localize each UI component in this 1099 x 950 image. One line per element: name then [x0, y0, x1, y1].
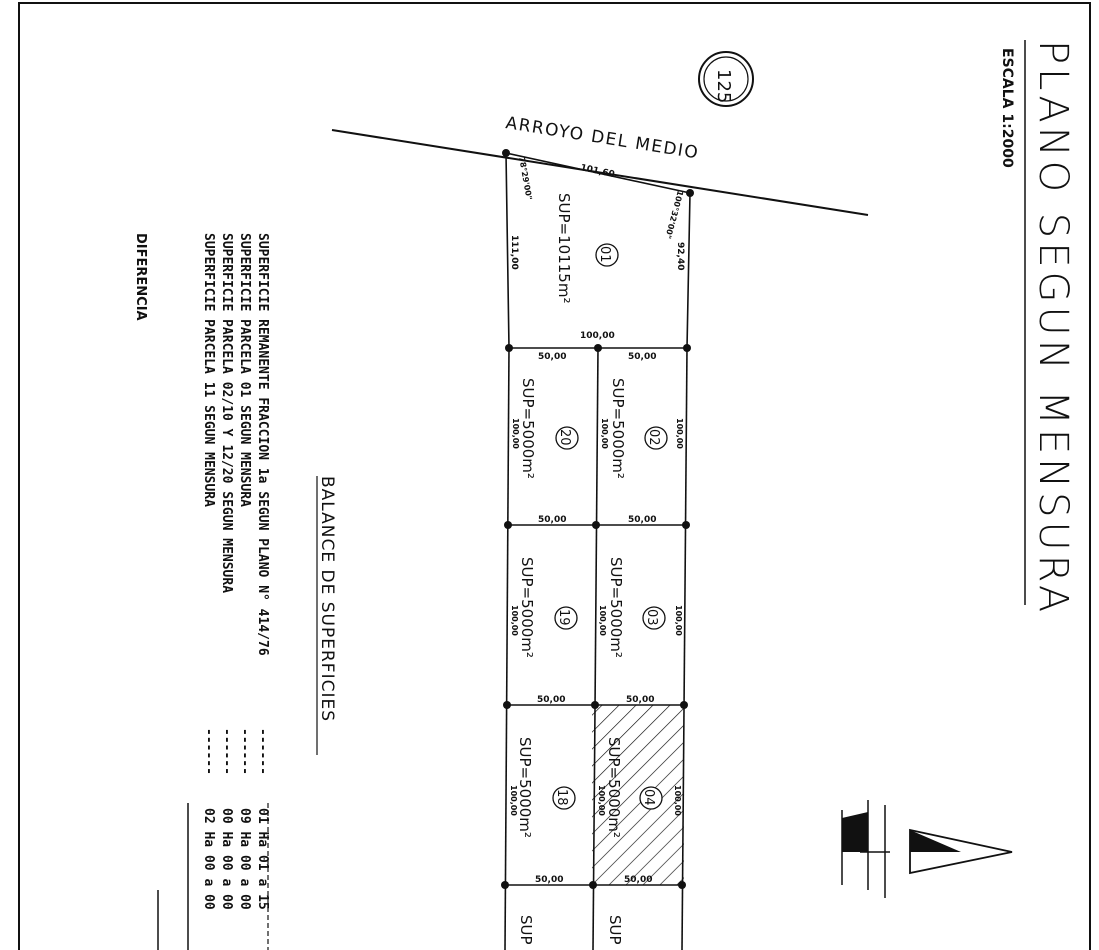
parcel-20-number-circle: [555, 426, 579, 450]
parcel-19-number-circle: [554, 606, 578, 630]
plan-title: PLANO SEGUN MENSURA: [1030, 40, 1076, 616]
dim-row2-left: 50,00: [537, 695, 565, 705]
parcel-04-area: SUP=5000m²: [605, 737, 623, 838]
balance-row-4-value: 02 Ha 00 a 00: [201, 808, 216, 910]
dim-top-left-1: 50,00: [538, 352, 566, 362]
balance-row-4-label: SUPERFICIE PARCELA 11 SEGUN MENSURA: [201, 233, 216, 507]
parcel-01-number: 01: [597, 246, 612, 263]
balance-row-2-dashes: ------: [237, 728, 252, 775]
balance-title: BALANCE DE SUPERFICIES: [317, 476, 337, 722]
partial-parcel-right-sup: SUP: [606, 915, 624, 945]
balance-row-1-value: 01 Ha 01 a 15: [255, 808, 270, 910]
parcel-01-top-dim: 101,60: [579, 163, 615, 180]
grid-right: [681, 347, 688, 950]
parcel-02-area: SUP=5000m²: [609, 378, 627, 479]
creek-line: [331, 129, 869, 216]
dim-100-r1-right: 100,00: [675, 418, 684, 449]
block-number: 125: [713, 69, 734, 103]
parcel-19-area: SUP=5000m²: [518, 557, 536, 658]
north-arrow-icon: [841, 800, 1013, 898]
dim-100-r3-left: 100,00: [509, 785, 518, 816]
grid-left: [504, 347, 510, 950]
dim-100-r3-right: 100,00: [673, 785, 682, 816]
balance-row-3-value: 00 Ha 00 a 00: [219, 808, 234, 910]
dim-100-r1-left: 100,00: [511, 418, 520, 449]
parcel-18-area: SUP=5000m²: [516, 737, 534, 838]
block-number-circle-outer: [698, 51, 754, 107]
dim-row2-right: 50,00: [626, 695, 654, 705]
parcel-18-number-circle: [552, 786, 576, 810]
balance-row-2-label: SUPERFICIE PARCELA 01 SEGUN MENSURA: [237, 233, 252, 507]
dim-top-right-1: 50,00: [628, 352, 656, 362]
sheet-border: [18, 2, 1091, 950]
balance-row-3-label: SUPERFICIE PARCELA 02/10 Y 12/20 SEGUN M…: [219, 233, 234, 593]
scale-label: ESCALA 1:2000: [999, 48, 1015, 168]
dim-100-r2-mid: 100,00: [598, 605, 607, 636]
parcel-18-number: 18: [554, 789, 569, 806]
creek-label: ARROYO DEL MEDIO: [504, 113, 700, 163]
dim-row3-right: 50,00: [624, 875, 652, 885]
parcel-02-number-circle: [644, 426, 668, 450]
dim-row1-left: 50,00: [538, 515, 566, 525]
balance-rows: SUPERFICIE REMANENTE FRACCION 1a SEGUN P…: [201, 233, 270, 910]
dim-100-r2-right: 100,00: [674, 605, 683, 636]
parcel-03-number: 03: [644, 609, 659, 626]
parcel-03-area: SUP=5000m²: [607, 557, 625, 658]
balance-difference-label: DIFERENCIA: [133, 233, 148, 321]
partial-parcel-left-sup: SUP: [517, 915, 535, 945]
dim-row1-right: 50,00: [628, 515, 656, 525]
grid-middle: [592, 347, 599, 950]
balance-row-1-label: SUPERFICIE REMANENTE FRACCION 1a SEGUN P…: [255, 233, 270, 656]
parcel-20-number: 20: [557, 429, 572, 446]
parcel-20-area: SUP=5000m²: [519, 378, 537, 479]
parcel-02-number: 02: [646, 429, 661, 446]
dim-row3-left: 50,00: [535, 875, 563, 885]
balance-row-1-dashes: ------: [255, 728, 270, 775]
dim-100-r1-mid: 100,00: [600, 418, 609, 449]
balance-row-3-dashes: ------: [219, 728, 234, 775]
parcel-01-left-dim: 111,00: [509, 235, 519, 270]
corner-markers: [501, 149, 694, 889]
parcel-01-area: SUP=10115m²: [555, 193, 573, 303]
parcel-03-number-circle: [642, 606, 666, 630]
balance-row-4-dashes: ------: [201, 728, 216, 775]
parcel-04-number: 04: [641, 789, 656, 806]
parcel-01-right-dim: 92,40: [675, 242, 685, 270]
parcel-01-number-circle: [595, 243, 619, 267]
block-number-circle-inner: [703, 56, 749, 102]
dim-100-r2-left: 100,00: [510, 605, 519, 636]
parcel-19-number: 19: [556, 609, 571, 626]
balance-row-2-value: 09 Ha 00 a 00: [237, 808, 252, 910]
parcel-04-number-circle: [639, 786, 663, 810]
parcel-01-bottom-dim: 100,00: [580, 331, 615, 341]
dim-100-r3-mid: 100,00: [597, 785, 606, 816]
parcel-01-angle-right: 100°32'00": [663, 189, 685, 239]
parcel-04-hatch: [592, 705, 684, 885]
